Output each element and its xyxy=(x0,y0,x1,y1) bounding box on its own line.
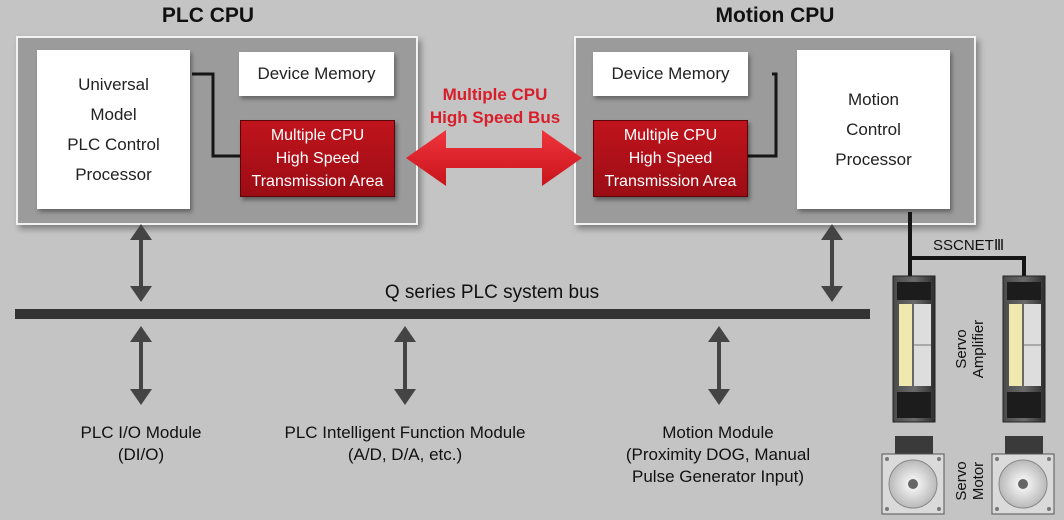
plc-cpu-title: PLC CPU xyxy=(161,4,255,27)
plc-processor-line-4: Processor xyxy=(75,164,152,184)
motion-module-line-2: (Proximity DOG, Manual xyxy=(625,445,811,464)
motion-to-bus-arrow xyxy=(821,224,843,302)
motion-module-line-3: Pulse Generator Input) xyxy=(632,467,804,486)
high-speed-bus-label: Multiple CPU High Speed Bus xyxy=(410,83,580,129)
motion-processor-line-2: Control xyxy=(846,119,901,139)
motion-internal-connector xyxy=(746,72,778,158)
system-bus-bar xyxy=(15,309,870,319)
motion-transmission-line-2: High Speed xyxy=(628,150,713,167)
motion-transmission-line-1: Multiple CPU xyxy=(623,127,718,144)
sscnet-cable-2 xyxy=(910,256,1026,276)
intelligent-module-line-1: PLC Intelligent Function Module xyxy=(284,423,526,442)
io-module-arrow xyxy=(130,326,152,405)
servo-amplifier-label: Servo Amplifier xyxy=(953,299,989,399)
plc-transmission-line-3: Transmission Area xyxy=(251,173,384,190)
plc-to-bus-arrow xyxy=(130,224,152,302)
motion-module-line-1: Motion Module xyxy=(662,423,774,442)
servo-motor-1 xyxy=(881,436,945,515)
servo-amplifier-2 xyxy=(1002,275,1046,423)
motion-processor-line-1: Motion xyxy=(847,89,900,109)
intelligent-module-arrow xyxy=(394,326,416,405)
plc-processor-line-3: PLC Control xyxy=(67,134,160,154)
servo-motor-line-1: Servo xyxy=(953,461,970,501)
high-speed-bus-line-1: Multiple CPU xyxy=(442,85,548,104)
plc-processor-line-2: Model xyxy=(90,104,137,124)
plc-transmission-area: Multiple CPU High Speed Transmission Are… xyxy=(240,120,395,197)
servo-amplifier-1 xyxy=(892,275,936,423)
motion-cpu-title: Motion CPU xyxy=(715,4,835,27)
high-speed-bus-arrow xyxy=(406,130,582,186)
plc-internal-connector xyxy=(192,72,240,158)
servo-amplifier-line-2: Amplifier xyxy=(970,319,987,379)
motion-transmission-area: Multiple CPU High Speed Transmission Are… xyxy=(593,120,748,197)
high-speed-bus-line-2: High Speed Bus xyxy=(429,108,561,127)
io-module-line-2: (DI/O) xyxy=(117,445,165,464)
servo-motor-2 xyxy=(991,436,1055,515)
servo-motor-line-2: Motor xyxy=(970,461,987,501)
plc-control-processor: Universal Model PLC Control Processor xyxy=(37,50,190,209)
servo-motor-label: Servo Motor xyxy=(953,446,989,516)
io-module-label: PLC I/O Module (DI/O) xyxy=(16,422,266,466)
motion-module-label: Motion Module (Proximity DOG, Manual Pul… xyxy=(590,422,846,488)
motion-transmission-line-3: Transmission Area xyxy=(604,173,737,190)
plc-transmission-line-2: High Speed xyxy=(275,150,360,167)
system-bus-label: Q series PLC system bus xyxy=(384,282,600,303)
servo-amplifier-line-1: Servo xyxy=(953,329,970,369)
motion-processor-line-3: Processor xyxy=(835,149,912,169)
motion-control-processor: Motion Control Processor xyxy=(797,50,950,209)
plc-processor-line-1: Universal xyxy=(78,74,149,94)
sscnet-label: SSCNETⅢ xyxy=(933,237,1005,254)
plc-device-memory: Device Memory xyxy=(239,52,394,96)
plc-transmission-line-1: Multiple CPU xyxy=(270,127,365,144)
motion-module-arrow xyxy=(708,326,730,405)
intelligent-module-line-2: (A/D, D/A, etc.) xyxy=(347,445,463,464)
intelligent-module-label: PLC Intelligent Function Module (A/D, D/… xyxy=(240,422,570,466)
motion-device-memory: Device Memory xyxy=(593,52,748,96)
io-module-line-1: PLC I/O Module xyxy=(80,423,202,442)
